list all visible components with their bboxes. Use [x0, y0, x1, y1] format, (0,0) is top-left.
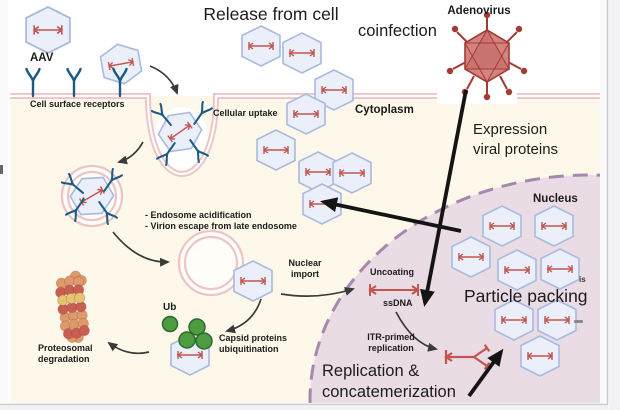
cellular-uptake-label: Cellular uptake [213, 108, 278, 118]
cropped-text-fragment-right: is [579, 275, 586, 284]
release-from-cell-label: Release from cell [203, 4, 339, 24]
nuclear-import-label: Nuclear import [288, 258, 322, 279]
aav-capsid-icon [241, 25, 281, 67]
plasma-membrane [10, 93, 600, 177]
proteasome-icon [55, 270, 90, 344]
cytoplasm-label: Cytoplasm [355, 104, 414, 116]
process-arrows [107, 65, 438, 355]
aav-capsid-icon [286, 93, 326, 135]
aav-capsid-icon [256, 129, 296, 171]
aav-capsid-icon [25, 6, 71, 54]
aav-capsid-icon [332, 152, 372, 194]
right-margin [609, 0, 620, 410]
aav-capsid-icon [520, 335, 560, 377]
aav-capsid-icon [451, 236, 491, 278]
capsid-ubiquitination-label: Capsid proteins ubiquitination [219, 333, 288, 354]
uncoating-label: Uncoating [370, 267, 414, 277]
adenovirus-icon [446, 11, 528, 101]
ubiquitin-icons [161, 315, 213, 350]
aav-capsid-icon [540, 248, 580, 290]
cropped-mark-left [0, 165, 3, 174]
endosome-steps-label: - Endosome acidification - Virion escape… [145, 210, 297, 231]
expression-viral-proteins-label: Expression viral proteins [473, 121, 559, 158]
cropped-text-smudge [574, 320, 583, 323]
late-endosome [177, 229, 245, 297]
aav-label: AAV [30, 52, 54, 64]
aav-capsid-icon [497, 249, 537, 291]
nucleus-label: Nucleus [533, 193, 578, 205]
ssdna-label: ssDNA [383, 298, 413, 308]
concatemer-icon [444, 344, 491, 370]
replication-concatemerization-label: Replication & concatemerization [322, 362, 456, 401]
cell-surface-receptors-label: Cell surface receptors [30, 99, 125, 109]
frame-lines [0, 0, 609, 406]
ub-label: Ub [163, 302, 177, 313]
bold-arrows [320, 89, 504, 398]
aav-capsid-icon [282, 32, 322, 74]
bottom-margin [0, 406, 608, 410]
proteosomal-degradation-label: Proteosomal degradation [38, 343, 93, 364]
coinfection-label: coinfection [358, 22, 437, 40]
adenovirus-label: Adenovirus [447, 5, 511, 17]
aav-capsid-icon [233, 260, 273, 302]
particle-packing-label: Particle packing [464, 286, 588, 306]
ssdna-genome-icon [368, 284, 420, 296]
itr-primed-replication-label: ITR-primed replication [367, 332, 415, 353]
aav-capsid-icon [534, 205, 574, 247]
aav-capsid-icon [482, 205, 522, 247]
